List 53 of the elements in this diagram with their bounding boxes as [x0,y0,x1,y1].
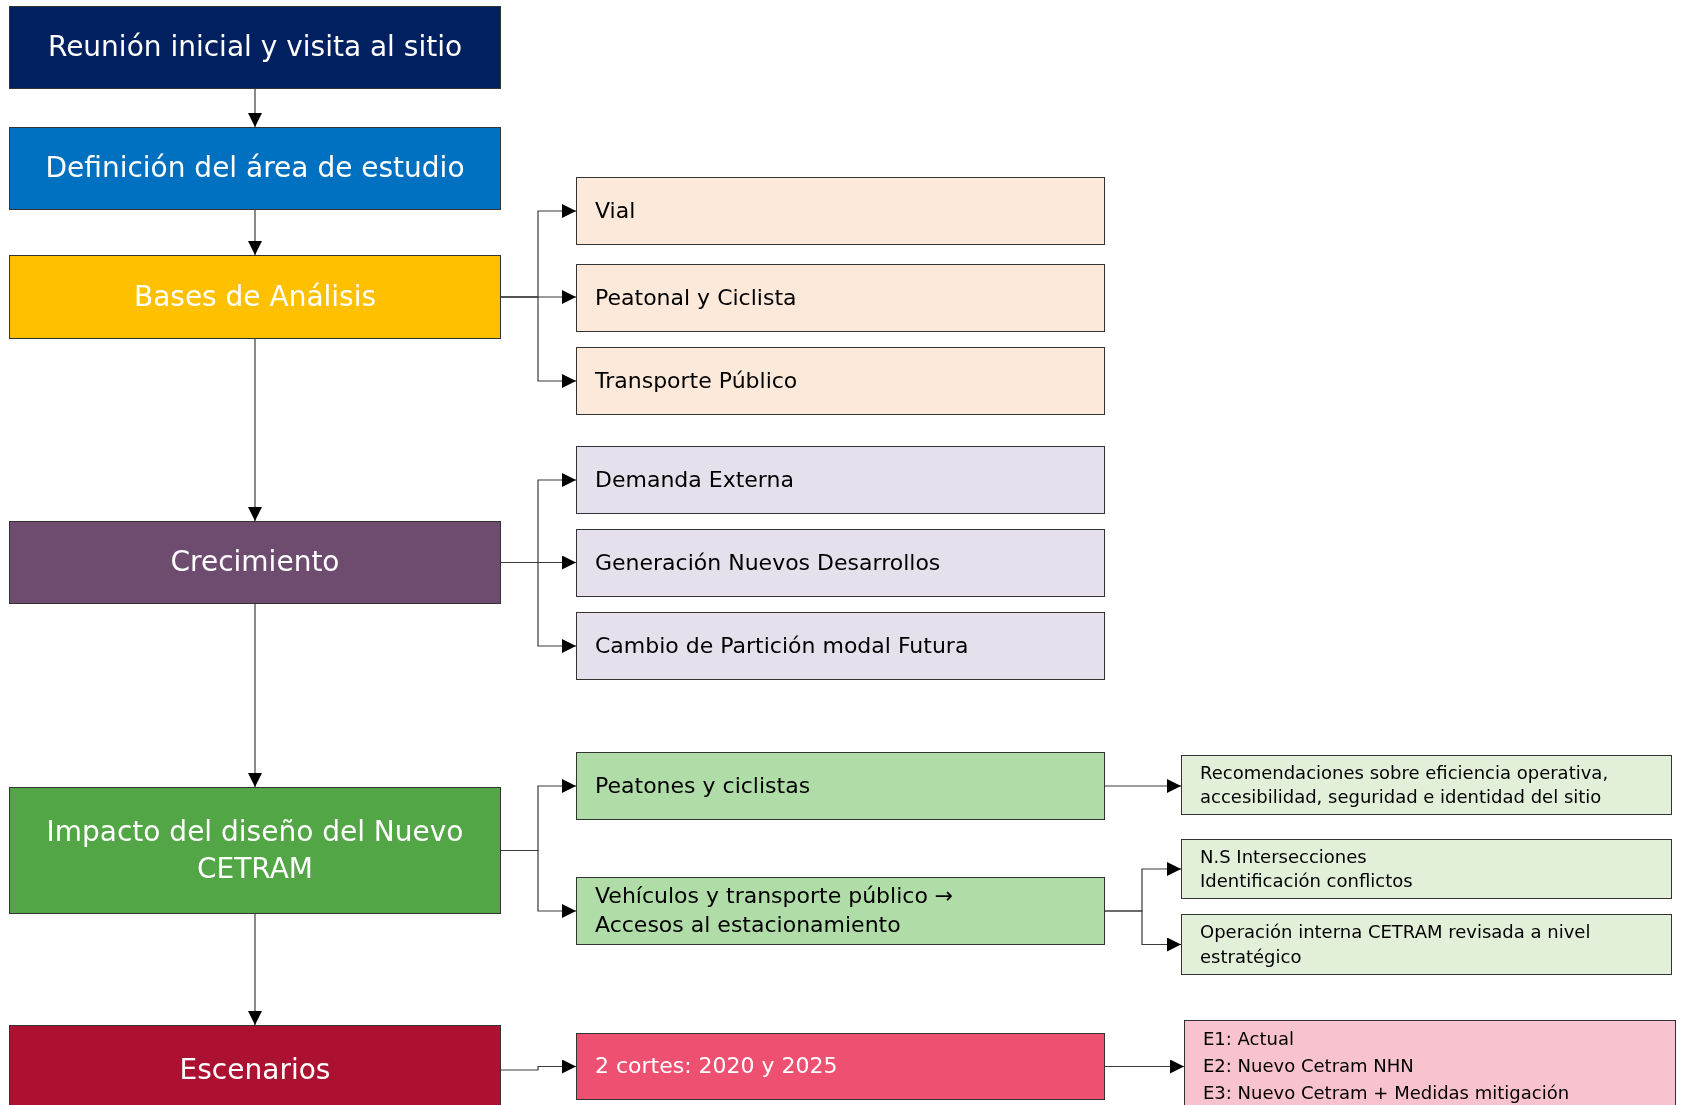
box-text: Peatonal y Ciclista [595,283,797,312]
box-text: Cambio de Partición modal Futura [595,631,969,660]
process-box [576,612,1105,680]
box-text: Vial [595,196,636,225]
box-text: Reunión inicial y visita al sitio [47,29,463,66]
box-text: 2 cortes: 2020 y 2025 [595,1052,838,1081]
arrow [248,88,262,128]
arrow [248,209,262,256]
process-box [576,446,1105,514]
process-box [1184,1020,1676,1105]
process-box [576,177,1105,245]
process-box [1181,839,1672,899]
box-text: Demanda Externa [595,465,794,494]
process-box [9,6,501,89]
box-text: Recomendaciones sobre eficiencia operativa, accesibilidad, seguridad e identidad del sitio [1200,760,1610,809]
process-box [9,787,501,914]
arrow [1104,1059,1185,1074]
process-box [576,529,1105,597]
process-box [576,347,1105,415]
process-box [9,1025,501,1105]
arrow [500,849,577,918]
process-box [9,521,501,604]
box-text: E2: Nuevo Cetram NHN [1203,1054,1414,1078]
arrow [248,603,262,788]
box-text: Crecimiento [170,544,340,581]
process-box [9,127,501,210]
box-text: Operación interna CETRAM revisada a nivel estratégico [1200,920,1592,969]
process-box [576,877,1105,945]
box-text: Transporte Público [595,366,798,395]
arrow [500,1059,577,1074]
box-text: E3: Nuevo Cetram + Medidas mitigación [1203,1081,1570,1105]
arrow [1104,910,1182,952]
box-text: E1: Actual [1203,1027,1294,1051]
arrow [500,296,577,388]
box-text: Vehículos y transporte público → Accesos al estacionamiento [595,882,955,939]
box-text: Impacto del diseño del Nuevo CETRAM [45,814,465,887]
box-text: Bases de Análisis [133,278,377,315]
process-box [576,264,1105,332]
arrow [248,913,262,1026]
box-text: N.S Intersecciones [1200,844,1367,869]
box-text: Escenarios [179,1051,331,1088]
box-text: Identificación conflictos [1200,869,1413,893]
process-box [1181,755,1672,815]
box-text: Definición del área de estudio [45,150,465,187]
box-text: Peatones y ciclistas [595,771,811,800]
box-text: Generación Nuevos Desarrollos [595,548,941,577]
process-box [1181,914,1672,975]
arrow [500,561,577,653]
arrow [1104,779,1182,793]
process-box [9,255,501,339]
process-box [576,1033,1105,1100]
process-box [576,752,1105,820]
arrow [248,338,262,522]
